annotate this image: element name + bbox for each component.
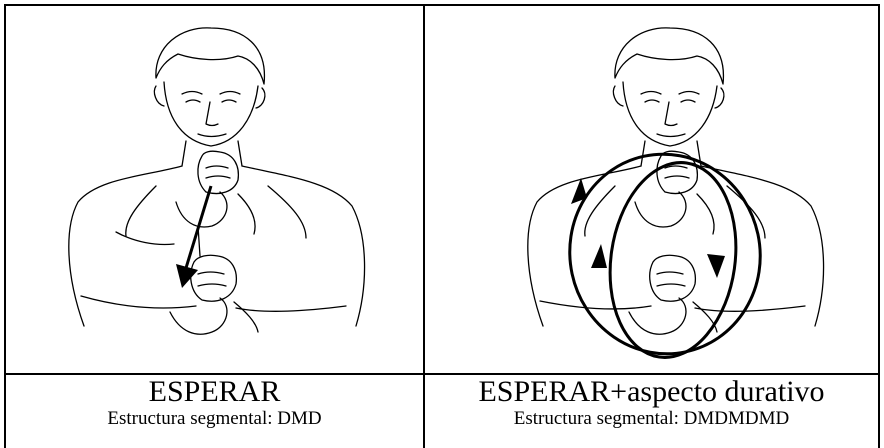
panel-illustration-esperar [6, 6, 423, 373]
signer-drawing-esperar-durativo [425, 6, 878, 373]
sign-title: ESPERAR [6, 376, 423, 408]
sign-comparison-table: ESPERAR Estructura segmental: DMD ESPERA… [4, 4, 880, 448]
panel-caption-right: ESPERAR+aspecto durativo Estructura segm… [425, 376, 878, 430]
sign-title: ESPERAR+aspecto durativo [425, 376, 878, 408]
segmental-structure: Estructura segmental: DMDMDMD [425, 408, 878, 430]
circular-movement-arrows [551, 136, 778, 371]
movement-arrowheads [571, 178, 725, 278]
segmental-structure: Estructura segmental: DMD [6, 408, 423, 430]
panel-illustration-esperar-durativo [425, 6, 878, 373]
table-border-right [878, 4, 880, 448]
panel-caption-left: ESPERAR Estructura segmental: DMD [6, 376, 423, 430]
signer-drawing-esperar [6, 6, 423, 373]
